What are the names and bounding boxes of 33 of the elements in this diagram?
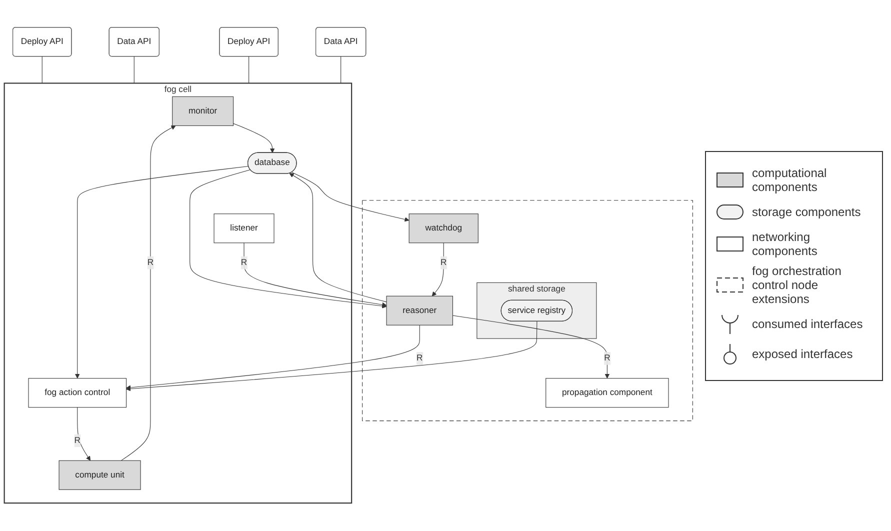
legend-text: computational components <box>752 166 828 194</box>
node-box: fog action control <box>28 378 127 408</box>
connector <box>289 173 387 303</box>
connector <box>120 126 176 462</box>
edge-label: R <box>604 354 610 364</box>
edge-label: R <box>147 258 154 268</box>
legend-text: networking components <box>752 230 818 258</box>
edge-label: R <box>416 354 423 364</box>
legend-text: consumed interfaces <box>752 316 863 330</box>
connector <box>75 166 249 379</box>
node-box: reasoner <box>386 296 453 326</box>
cluster <box>362 200 693 422</box>
edge-label: R <box>440 258 447 268</box>
edge-label: R <box>240 258 248 268</box>
node-box: watchdog <box>408 214 478 244</box>
node-box: listener <box>214 214 274 244</box>
connector <box>126 325 420 390</box>
connector <box>291 172 410 222</box>
legend-text: storage components <box>752 204 861 218</box>
connector <box>126 321 538 392</box>
connector <box>233 124 275 154</box>
node-box: propagation component <box>546 378 669 408</box>
node-box: monitor <box>172 96 234 126</box>
legend-text: exposed interfaces <box>752 346 853 360</box>
edge-label: R <box>74 436 80 446</box>
connector <box>190 170 387 309</box>
connector <box>244 242 387 308</box>
node-box: compute unit <box>58 460 141 490</box>
legend-text: fog orchestration control node extensions <box>752 264 842 306</box>
connector <box>452 316 610 379</box>
connector <box>340 56 342 84</box>
connector <box>248 56 250 84</box>
connector <box>432 242 444 297</box>
